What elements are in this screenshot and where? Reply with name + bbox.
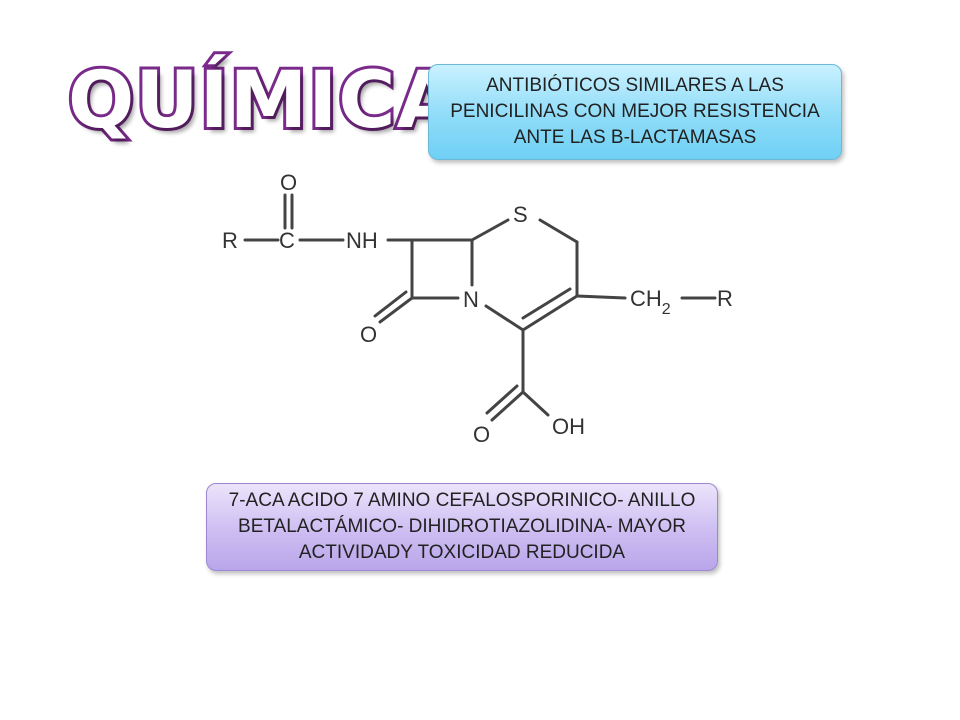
info-box-antibiotics-text: ANTIBIÓTICOS SIMILARES A LAS PENICILINAS… <box>450 75 820 148</box>
bond-lactam-co-2 <box>373 290 408 318</box>
info-box-antibiotics: ANTIBIÓTICOS SIMILARES A LAS PENICILINAS… <box>428 64 842 160</box>
group-ch2: CH2 <box>630 286 671 318</box>
atom-c: C <box>279 228 295 253</box>
bond-c-o-acid-1 <box>490 390 525 422</box>
group-oh: OH <box>552 414 585 439</box>
group-ch2-main: CH <box>630 286 662 311</box>
bond-ring-c-s <box>470 218 510 242</box>
atom-s: S <box>513 202 528 227</box>
bond-ring-double-1 <box>521 294 579 332</box>
atom-r-right: R <box>717 286 733 311</box>
info-box-7aca: 7-ACA ACIDO 7 AMINO CEFALOSPORINICO- ANI… <box>206 483 718 571</box>
atom-n: N <box>463 287 479 312</box>
bond-lactam-co-1 <box>378 296 414 324</box>
bond-s-ch2 <box>538 218 579 244</box>
bond-c-oh <box>521 390 550 417</box>
bond-ring-ch2 <box>575 294 627 300</box>
page-title: QUÍMICA <box>65 56 460 146</box>
atom-o-lactam: O <box>360 322 377 347</box>
atom-o-top: O <box>280 170 297 195</box>
atom-o-acid: O <box>473 422 490 447</box>
bond-ring-n <box>484 304 525 332</box>
bond-ring-double-2 <box>521 287 572 320</box>
group-ch2-subscript: 2 <box>662 301 671 318</box>
atom-r-left: R <box>222 228 238 253</box>
atom-nh: NH <box>346 228 378 253</box>
info-box-7aca-text: 7-ACA ACIDO 7 AMINO CEFALOSPORINICO- ANI… <box>228 490 696 563</box>
bond-c-o-acid-2 <box>485 384 519 415</box>
